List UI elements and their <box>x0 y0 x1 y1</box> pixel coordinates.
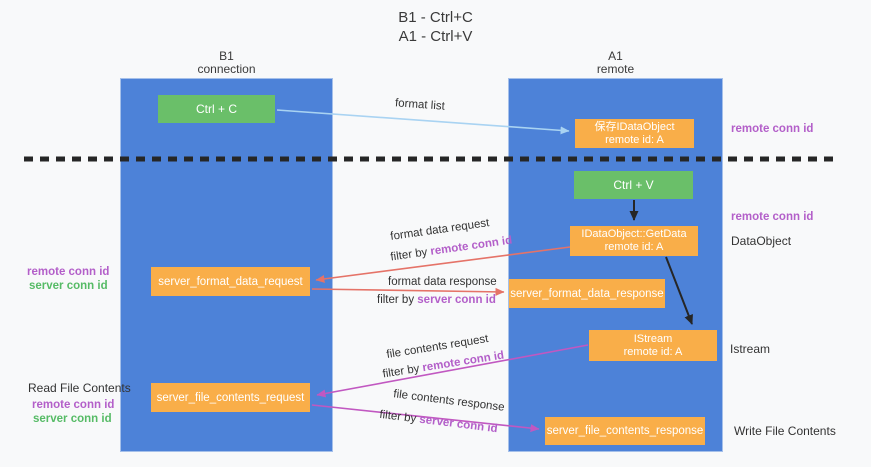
arrow-format-list <box>276 109 570 135</box>
right-remote-conn-id-mid: remote conn id <box>731 211 814 223</box>
ctrl-c-label: Ctrl + C <box>195 102 237 116</box>
flow-label-filter-server-1: filter by server conn id <box>377 294 496 306</box>
right-dataobject-label: DataObject <box>731 234 792 248</box>
left-server-conn-id-1: server conn id <box>29 280 108 292</box>
diagram-title: B1 - Ctrl+C A1 - Ctrl+V <box>0 8 871 46</box>
column-b1-name: B1 <box>219 49 234 63</box>
server-format-data-response-box: server_format_data_response <box>509 279 665 308</box>
arrow-file-contents-response <box>311 404 540 433</box>
right-istream-label: Istream <box>730 342 771 356</box>
save-idataobject-box: 保存IDataObject remote id: A <box>575 119 694 148</box>
idataobject-getdata-box: IDataObject::GetData remote id: A <box>570 226 698 256</box>
istream-line1: IStream <box>633 332 673 345</box>
column-header-a1: A1 remote <box>508 50 723 76</box>
server-format-data-response-label: server_format_data_response <box>510 287 664 300</box>
arrow-file-contents-request <box>316 344 589 398</box>
server-file-contents-response-box: server_file_contents_response <box>545 417 705 445</box>
ctrl-v-label: Ctrl + V <box>613 178 654 192</box>
left-read-file-contents: Read File Contents <box>28 381 131 395</box>
column-b1-role: connection <box>197 62 256 76</box>
arrow-format-data-request <box>315 246 571 283</box>
server-file-contents-request-label: server_file_contents_request <box>156 391 305 404</box>
getdata-line2: remote id: A <box>604 241 664 253</box>
left-remote-conn-id-1: remote conn id <box>27 266 110 278</box>
column-a1-role: remote <box>596 62 635 76</box>
server-format-data-request-label: server_format_data_request <box>158 275 303 288</box>
left-server-conn-id-2: server conn id <box>33 413 112 425</box>
istream-box: IStream remote id: A <box>589 330 717 361</box>
save-idataobject-line2: remote id: A <box>605 133 664 146</box>
title-line-2: A1 - Ctrl+V <box>398 28 473 45</box>
save-idataobject-line1: 保存IDataObject <box>594 120 675 133</box>
arrow-format-data-response <box>311 287 505 296</box>
ctrl-v-box: Ctrl + V <box>574 171 693 199</box>
column-header-b1: B1 connection <box>120 50 333 76</box>
right-write-file-contents: Write File Contents <box>734 424 836 438</box>
left-remote-conn-id-2: remote conn id <box>32 399 115 411</box>
ctrl-c-box: Ctrl + C <box>158 95 275 123</box>
title-line-1: B1 - Ctrl+C <box>398 9 473 26</box>
server-conn-id-text-1: server conn id <box>417 294 496 306</box>
flow-label-format-data-response: format data response <box>388 276 497 288</box>
filter-by-text-2: filter by <box>377 294 415 306</box>
server-file-contents-request-box: server_file_contents_request <box>151 383 310 412</box>
right-remote-conn-id-top: remote conn id <box>731 123 814 135</box>
arrow-getdata-to-istream <box>665 256 693 325</box>
getdata-line1: IDataObject::GetData <box>581 228 687 240</box>
istream-line2: remote id: A <box>623 345 683 358</box>
server-file-contents-response-label: server_file_contents_response <box>546 425 704 437</box>
column-a1-name: A1 <box>608 49 623 63</box>
server-format-data-request-box: server_format_data_request <box>151 267 310 296</box>
